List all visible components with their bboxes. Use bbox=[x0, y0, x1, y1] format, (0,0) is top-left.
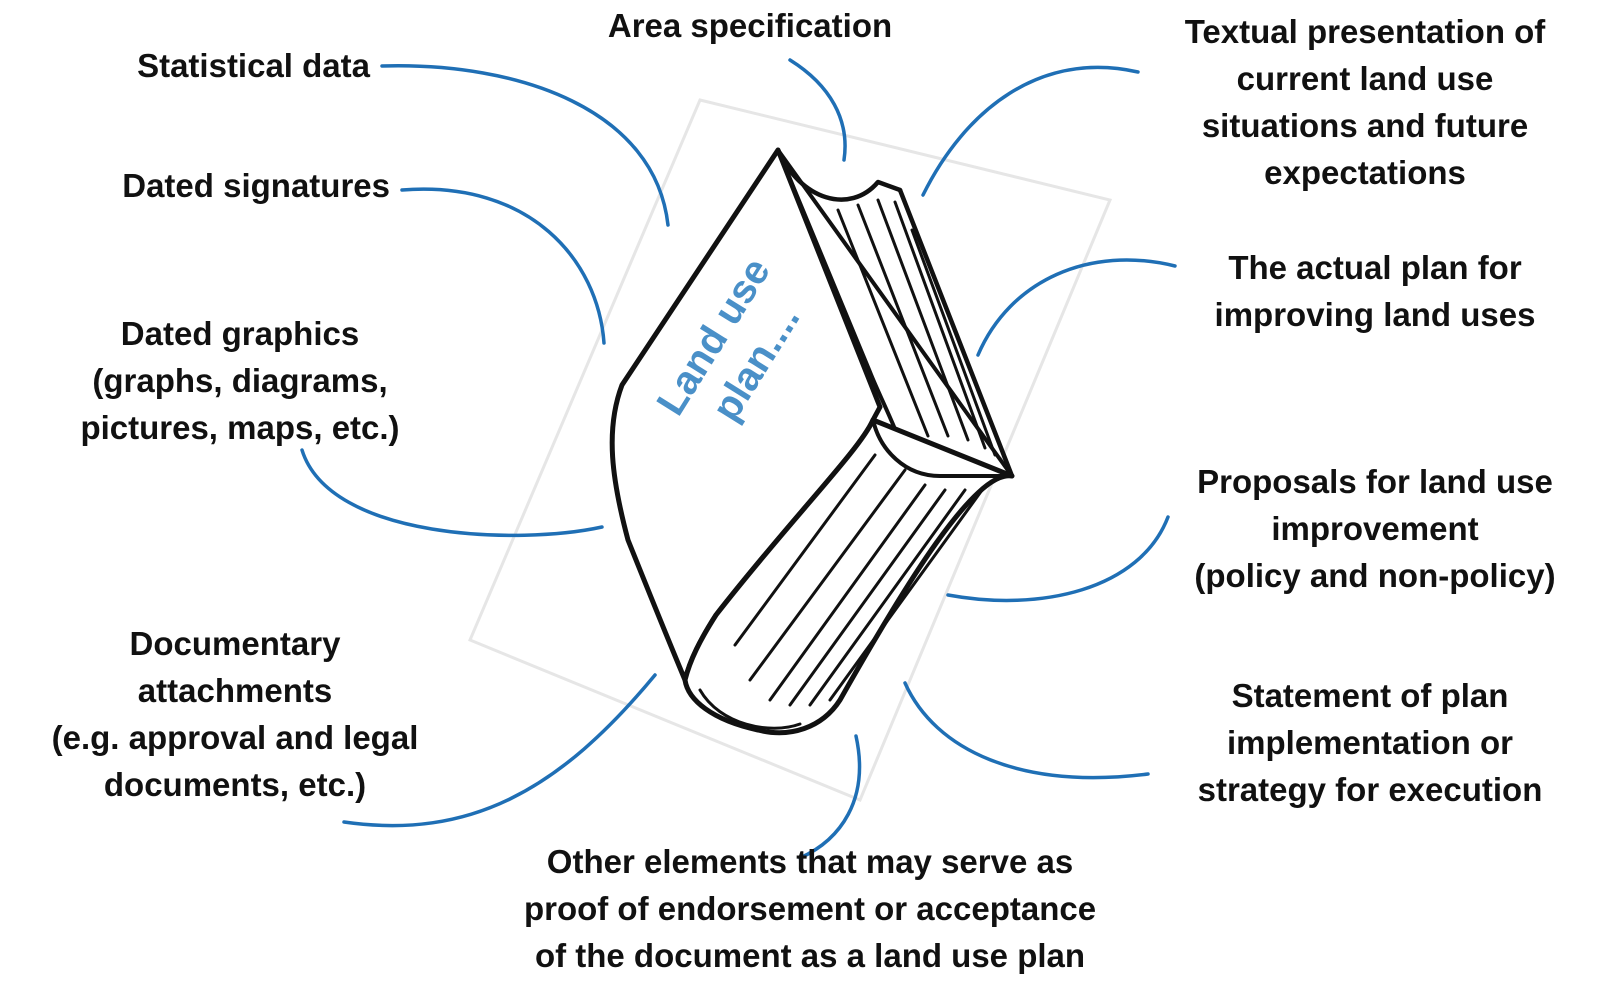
label-area-specification: Area specification bbox=[607, 7, 893, 44]
label-other-elements: Other elements that may serve as proof o… bbox=[523, 843, 1097, 974]
label-proposals: Proposals for land use improvement (poli… bbox=[1194, 463, 1556, 594]
connector-statistical-data bbox=[380, 64, 670, 227]
label-actual-plan: The actual plan for improving land uses bbox=[1214, 249, 1536, 333]
book-page-curl-top bbox=[775, 147, 903, 202]
book-lower-page-lines bbox=[733, 453, 987, 707]
label-textual-presentation: Textual presentation of current land use… bbox=[1184, 13, 1546, 191]
connector-actual-plan bbox=[976, 258, 1177, 357]
book-lower-page-block bbox=[682, 417, 1015, 736]
book-lower-inner-curl bbox=[871, 418, 1014, 478]
connector-area-specification bbox=[788, 58, 847, 162]
book-illustration bbox=[609, 147, 1015, 736]
connector-proposals bbox=[946, 515, 1170, 603]
book-lower-bottom-curl bbox=[698, 688, 802, 730]
connector-dated-signatures bbox=[400, 187, 606, 345]
book-upper-spine bbox=[897, 187, 1015, 479]
connector-dated-graphics bbox=[300, 448, 604, 538]
connector-documentary-attachments bbox=[342, 673, 657, 828]
label-statistical-data: Statistical data bbox=[137, 47, 370, 84]
label-statement-of-plan: Statement of plan implementation or stra… bbox=[1197, 677, 1543, 808]
label-dated-signatures: Dated signatures bbox=[122, 167, 390, 204]
label-documentary-attachments: Documentary attachments (e.g. approval a… bbox=[51, 625, 419, 803]
connector-other-elements bbox=[798, 734, 862, 860]
connector-statement-of-plan bbox=[903, 681, 1150, 780]
connectors bbox=[300, 58, 1177, 860]
background-sheet bbox=[468, 98, 1113, 802]
book-upper-page-lines bbox=[836, 198, 997, 457]
connector-textual-presentation bbox=[921, 65, 1140, 197]
label-dated-graphics: Dated graphics (graphs, diagrams, pictur… bbox=[80, 315, 400, 446]
